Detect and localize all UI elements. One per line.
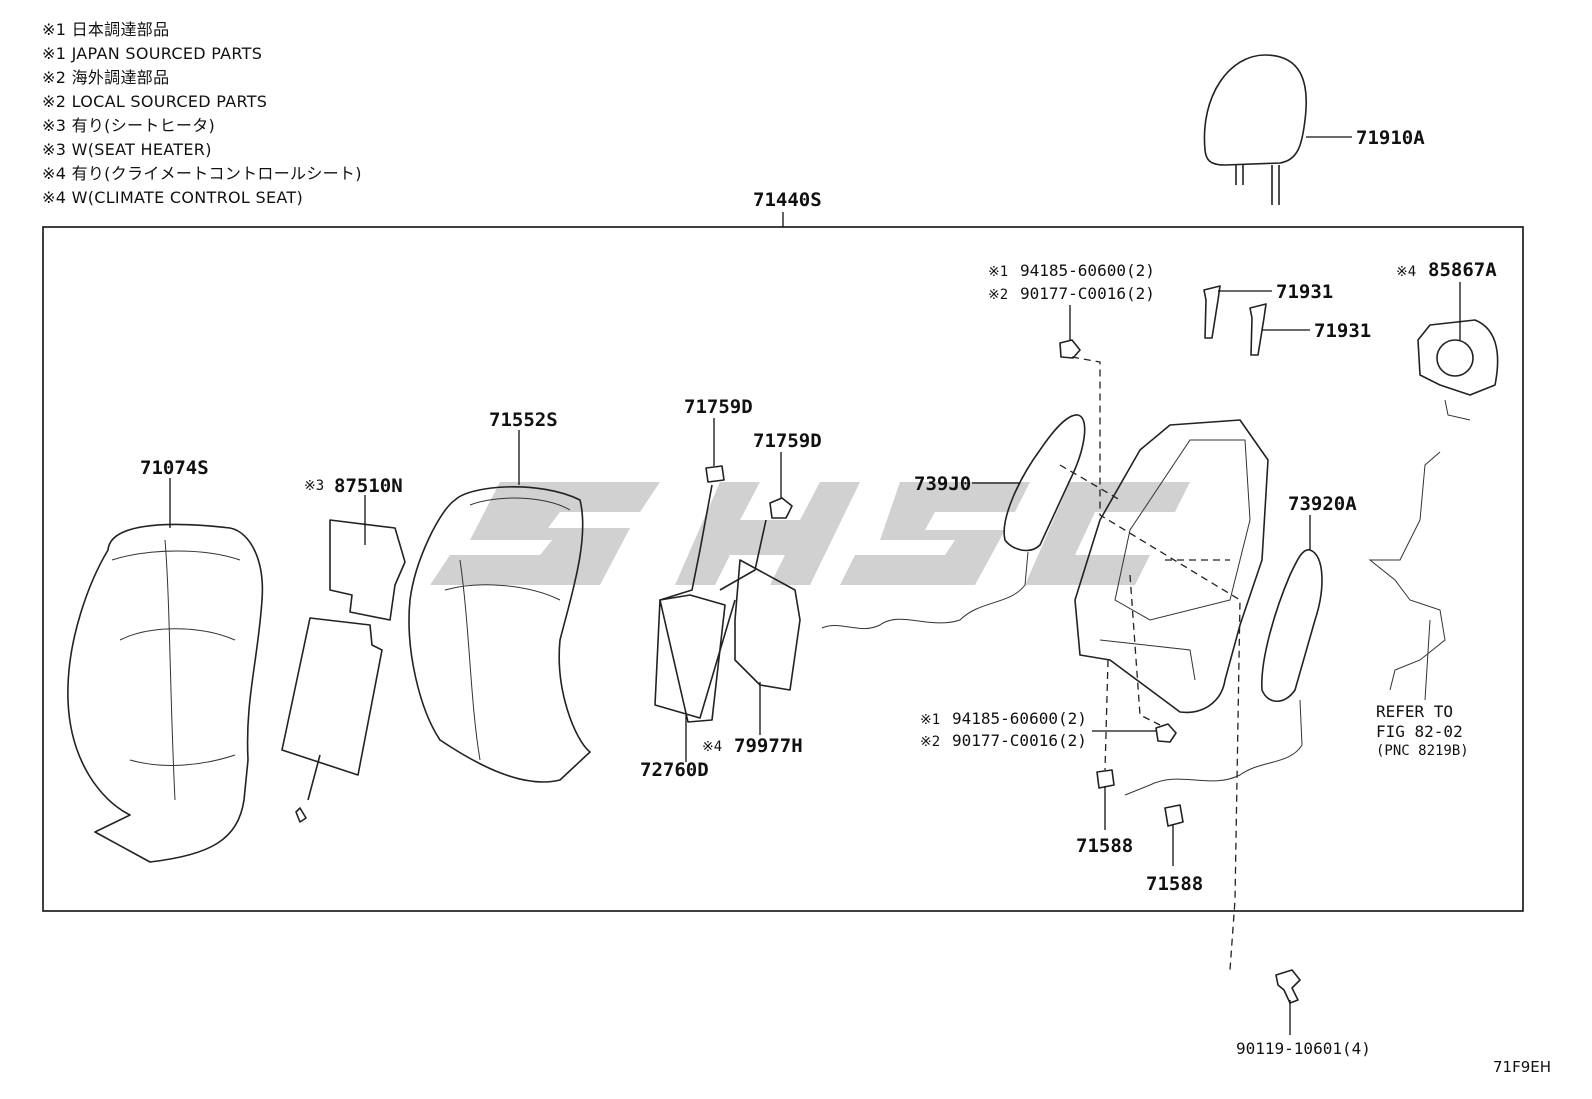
- side-pad-right-drawing: [1124, 549, 1323, 796]
- support-clip-b: [769, 497, 793, 519]
- seatback-frame-drawing: [1074, 419, 1269, 714]
- label-clip-b: 71588: [1146, 873, 1203, 895]
- label-frame-nut-top-1-note: ※1: [988, 264, 1008, 280]
- bolt-drawing: [1275, 969, 1301, 1004]
- label-support-a: 71759D: [684, 396, 753, 418]
- label-blower: 85867A: [1428, 259, 1497, 281]
- side-pad-left-drawing: [821, 414, 1086, 629]
- label-frame-nut-bot-2-note: ※2: [920, 734, 940, 750]
- label-blower-note: ※4: [1396, 264, 1416, 280]
- lumbar-support-drawing: [654, 484, 801, 723]
- label-cover: 71074S: [140, 457, 209, 479]
- note-2-jp: ※2 海外調達部品: [42, 68, 170, 87]
- headrest-drawing: [1203, 54, 1307, 205]
- wire-harness-drawing: [1368, 451, 1446, 701]
- label-lumbar: 72760D: [640, 759, 709, 781]
- support-clip-a: [705, 465, 725, 483]
- label-frame-nut-top-2-note: ※2: [988, 287, 1008, 303]
- refer-line-1: REFER TO: [1376, 702, 1453, 721]
- label-frame-nut-bot-1: 94185-60600(2): [952, 709, 1087, 728]
- headrest-guide-a: [1203, 285, 1221, 339]
- note-4-en: ※4 W(CLIMATE CONTROL SEAT): [42, 188, 304, 207]
- label-headrest: 71910A: [1356, 127, 1425, 149]
- frame-nut-bottom: [1155, 723, 1177, 743]
- label-support-b: 71759D: [753, 430, 822, 452]
- clip-a-drawing: [1096, 769, 1115, 789]
- label-blower-mat: 79977H: [734, 735, 803, 757]
- note-3-en: ※3 W(SEAT HEATER): [42, 140, 212, 159]
- refer-line-3: (PNC 8219B): [1376, 743, 1469, 759]
- label-clip-a: 71588: [1076, 835, 1133, 857]
- label-guide-a: 71931: [1276, 281, 1333, 303]
- label-frame-nut-bot-2: 90177-C0016(2): [952, 731, 1087, 750]
- label-frame-nut-top-2: 90177-C0016(2): [1020, 284, 1155, 303]
- label-frame-nut-bot-1-note: ※1: [920, 712, 940, 728]
- note-3-jp: ※3 有り(シートヒータ): [42, 116, 216, 135]
- assembly-label: 71440S: [753, 189, 822, 211]
- note-1-en: ※1 JAPAN SOURCED PARTS: [42, 44, 263, 63]
- clip-b-drawing: [1164, 804, 1184, 827]
- label-pad: 71552S: [489, 409, 558, 431]
- frame-nut-top: [1059, 339, 1081, 359]
- figure-code: 71F9EH: [1493, 1058, 1551, 1076]
- note-2-en: ※2 LOCAL SOURCED PARTS: [42, 92, 268, 111]
- note-4-jp: ※4 有り(クライメートコントロールシート): [42, 164, 362, 183]
- label-blower-mat-note: ※4: [702, 739, 722, 755]
- label-side-pad-right: 73920A: [1288, 493, 1357, 515]
- seatback-cover-drawing: [67, 523, 264, 863]
- headrest-guide-b: [1249, 303, 1267, 356]
- seat-heater-drawing: [281, 519, 406, 823]
- label-guide-b: 71931: [1314, 320, 1371, 342]
- seatback-pad-drawing: [408, 486, 591, 783]
- refer-line-2: FIG 82-02: [1376, 722, 1463, 741]
- label-heater-note: ※3: [304, 478, 324, 494]
- blower-drawing: [1417, 319, 1499, 421]
- label-side-pad-left: 739J0: [914, 473, 971, 495]
- note-1-jp: ※1 日本調達部品: [42, 20, 170, 39]
- watermark-logo: [430, 482, 1190, 585]
- label-frame-nut-top-1: 94185-60600(2): [1020, 261, 1155, 280]
- label-heater: 87510N: [334, 475, 403, 497]
- notes-legend: ※1 日本調達部品 ※1 JAPAN SOURCED PARTS ※2 海外調達…: [42, 18, 362, 210]
- label-bolt: 90119-10601(4): [1236, 1039, 1371, 1058]
